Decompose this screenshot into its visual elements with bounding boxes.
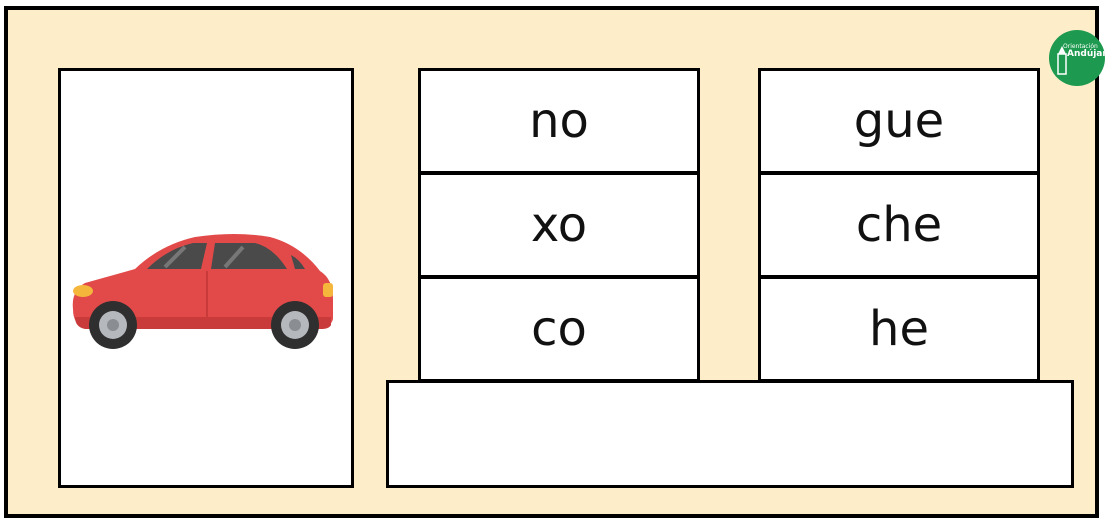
syllable-tile[interactable]: co <box>418 276 700 382</box>
orientacion-andujar-logo: Orientación Andújar <box>1049 30 1105 86</box>
pencil-icon <box>1057 46 1067 75</box>
red-car-icon <box>72 234 333 349</box>
syllable-tile[interactable]: no <box>418 68 700 174</box>
logo-text-main: Andújar <box>1067 49 1105 59</box>
syllable-tile[interactable]: he <box>758 276 1040 382</box>
syllable-tile[interactable]: che <box>758 172 1040 278</box>
syllable-tile[interactable]: xo <box>418 172 700 278</box>
answer-drop-zone[interactable] <box>386 380 1074 488</box>
activity-board: no xo co gue che he Orientación Andújar <box>4 6 1105 518</box>
syllable-tile[interactable]: gue <box>758 68 1040 174</box>
picture-card <box>58 68 354 488</box>
logo-text-top: Orientación <box>1063 43 1098 50</box>
